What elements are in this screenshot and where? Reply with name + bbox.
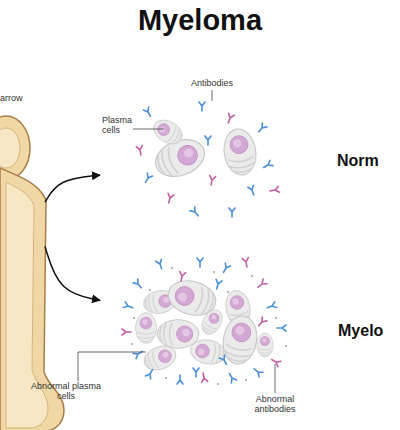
part-label: Plasma cells: [102, 115, 136, 135]
antibody: [177, 375, 183, 384]
bone-illustration: arrow: [0, 90, 45, 430]
antibody: [193, 368, 199, 377]
abnormal-plasma-cell: [198, 306, 227, 338]
cell-cluster: Abnormal plasma cellsAbnormal antibodies: [100, 250, 310, 430]
antibody: [145, 368, 155, 379]
cell-cluster: AntibodiesPlasma cells: [100, 75, 300, 225]
antibody: [270, 357, 281, 367]
antibody: [266, 302, 277, 311]
antibody: [122, 329, 131, 335]
dot: [217, 383, 219, 385]
antibody: [199, 102, 205, 111]
antibody: [208, 176, 215, 186]
antibody: [133, 279, 143, 290]
normal-cells: [149, 115, 258, 183]
dot: [131, 343, 133, 345]
antibody: [156, 259, 165, 270]
abnormal-plasma-cell: [220, 313, 261, 366]
leader-lines: [78, 90, 275, 393]
antibody: [166, 193, 174, 203]
antibody: [123, 302, 134, 311]
arrow-connector: [45, 246, 100, 300]
dot: [165, 377, 167, 379]
dot: [285, 345, 287, 347]
antibody: [227, 372, 237, 383]
antibody: [225, 113, 234, 124]
antibody: [270, 186, 280, 193]
antibody: [136, 146, 143, 156]
antibody: [219, 355, 229, 366]
section-label: Norm: [337, 152, 379, 170]
leader-line: [212, 90, 213, 101]
antibody: [256, 123, 266, 134]
antibody: [256, 279, 267, 289]
antibody: [214, 279, 222, 289]
dot: [251, 275, 253, 277]
abnormal-plasma-cell: [136, 313, 157, 344]
antibody: [221, 263, 231, 274]
part-label: Abnormal plasma cells: [26, 381, 106, 401]
part-label: arrow: [0, 93, 40, 103]
abnormal-plasma-cell: [157, 320, 199, 349]
antibody: [178, 272, 185, 282]
dot: [227, 291, 229, 293]
antibody: [143, 107, 153, 118]
antibody: [252, 366, 263, 376]
part-label: Abnormal antibodies: [245, 394, 305, 414]
myeloma-cells: [136, 276, 274, 374]
leader-line: [133, 129, 164, 130]
bone-marrow: [0, 128, 20, 168]
plasma-cell: [221, 127, 259, 177]
antibody: [277, 325, 286, 331]
plasma-cell: [149, 115, 186, 149]
dot: [171, 267, 173, 269]
antibody: [242, 258, 249, 268]
section-label: Myelo: [338, 322, 383, 340]
antibody: [248, 185, 257, 196]
antibody: [200, 373, 207, 383]
bone-marrow: [6, 182, 48, 428]
dot: [275, 317, 277, 319]
arrow-connector: [45, 175, 100, 202]
abnormal-plasma-cell: [257, 333, 274, 357]
dot: [133, 317, 135, 319]
abnormal-plasma-cell: [189, 337, 228, 367]
antibody: [229, 208, 235, 217]
dot: [245, 379, 247, 381]
antibody: [190, 207, 200, 218]
dot: [149, 289, 151, 291]
antibody: [205, 136, 211, 145]
abnormal-plasma-cell: [141, 342, 180, 374]
diagram-title: Myeloma: [0, 4, 400, 37]
antibody: [256, 317, 266, 328]
part-label: Antibodies: [180, 78, 244, 88]
leader-line: [78, 352, 146, 381]
normal-antibodies: [136, 102, 279, 218]
leader-line: [275, 364, 276, 393]
dot: [213, 271, 215, 273]
debris-dots: [131, 267, 287, 385]
abnormal-antibodies: [122, 258, 286, 384]
antibody: [262, 160, 273, 170]
antibody: [133, 349, 144, 359]
antibody: [143, 173, 153, 184]
antibody: [197, 258, 203, 267]
